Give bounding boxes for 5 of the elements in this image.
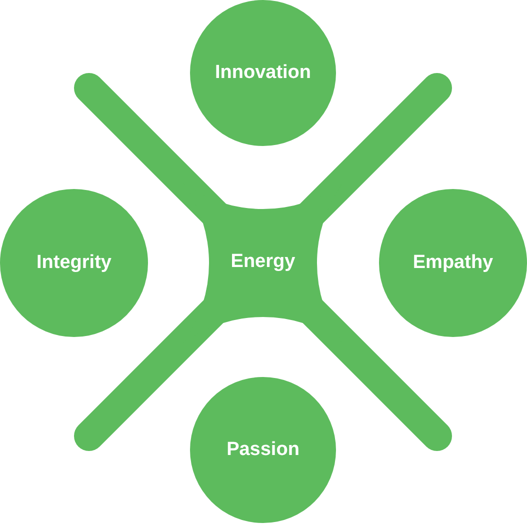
node-label: Energy [230, 251, 296, 273]
node-label: Innovation [214, 62, 312, 84]
node-label: Empathy [412, 252, 494, 274]
node-label: Passion [226, 439, 300, 461]
node-label: Integrity [36, 252, 112, 274]
